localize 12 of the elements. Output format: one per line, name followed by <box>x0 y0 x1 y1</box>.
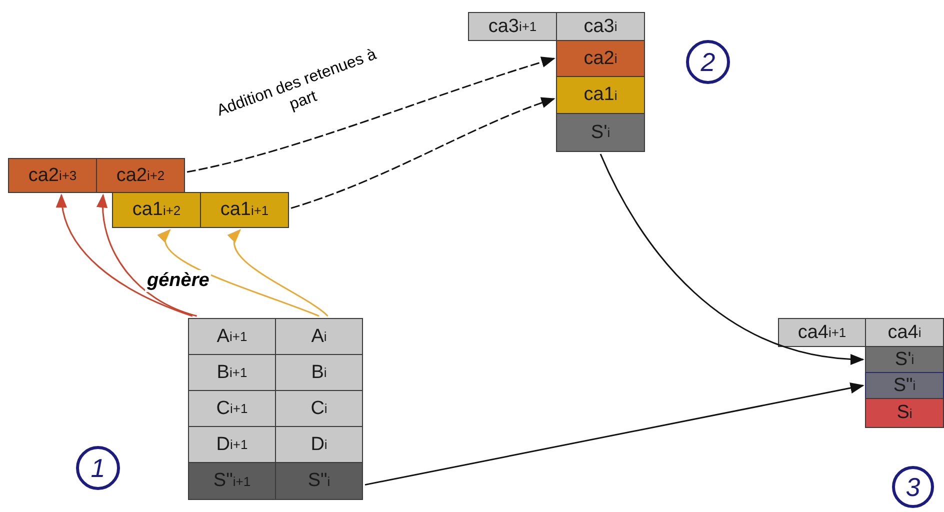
arrow <box>228 228 328 317</box>
annotation-text: génère <box>145 270 212 292</box>
arrow <box>364 382 864 486</box>
arrow <box>97 194 198 317</box>
arrow <box>158 228 320 317</box>
step-number-circle: 1 <box>76 446 120 490</box>
arrow <box>186 56 556 173</box>
arrow <box>56 194 193 317</box>
arrow <box>600 154 864 364</box>
step-number-circle: 3 <box>892 466 934 508</box>
arrow <box>290 98 556 209</box>
step-number-circle: 2 <box>686 40 730 84</box>
